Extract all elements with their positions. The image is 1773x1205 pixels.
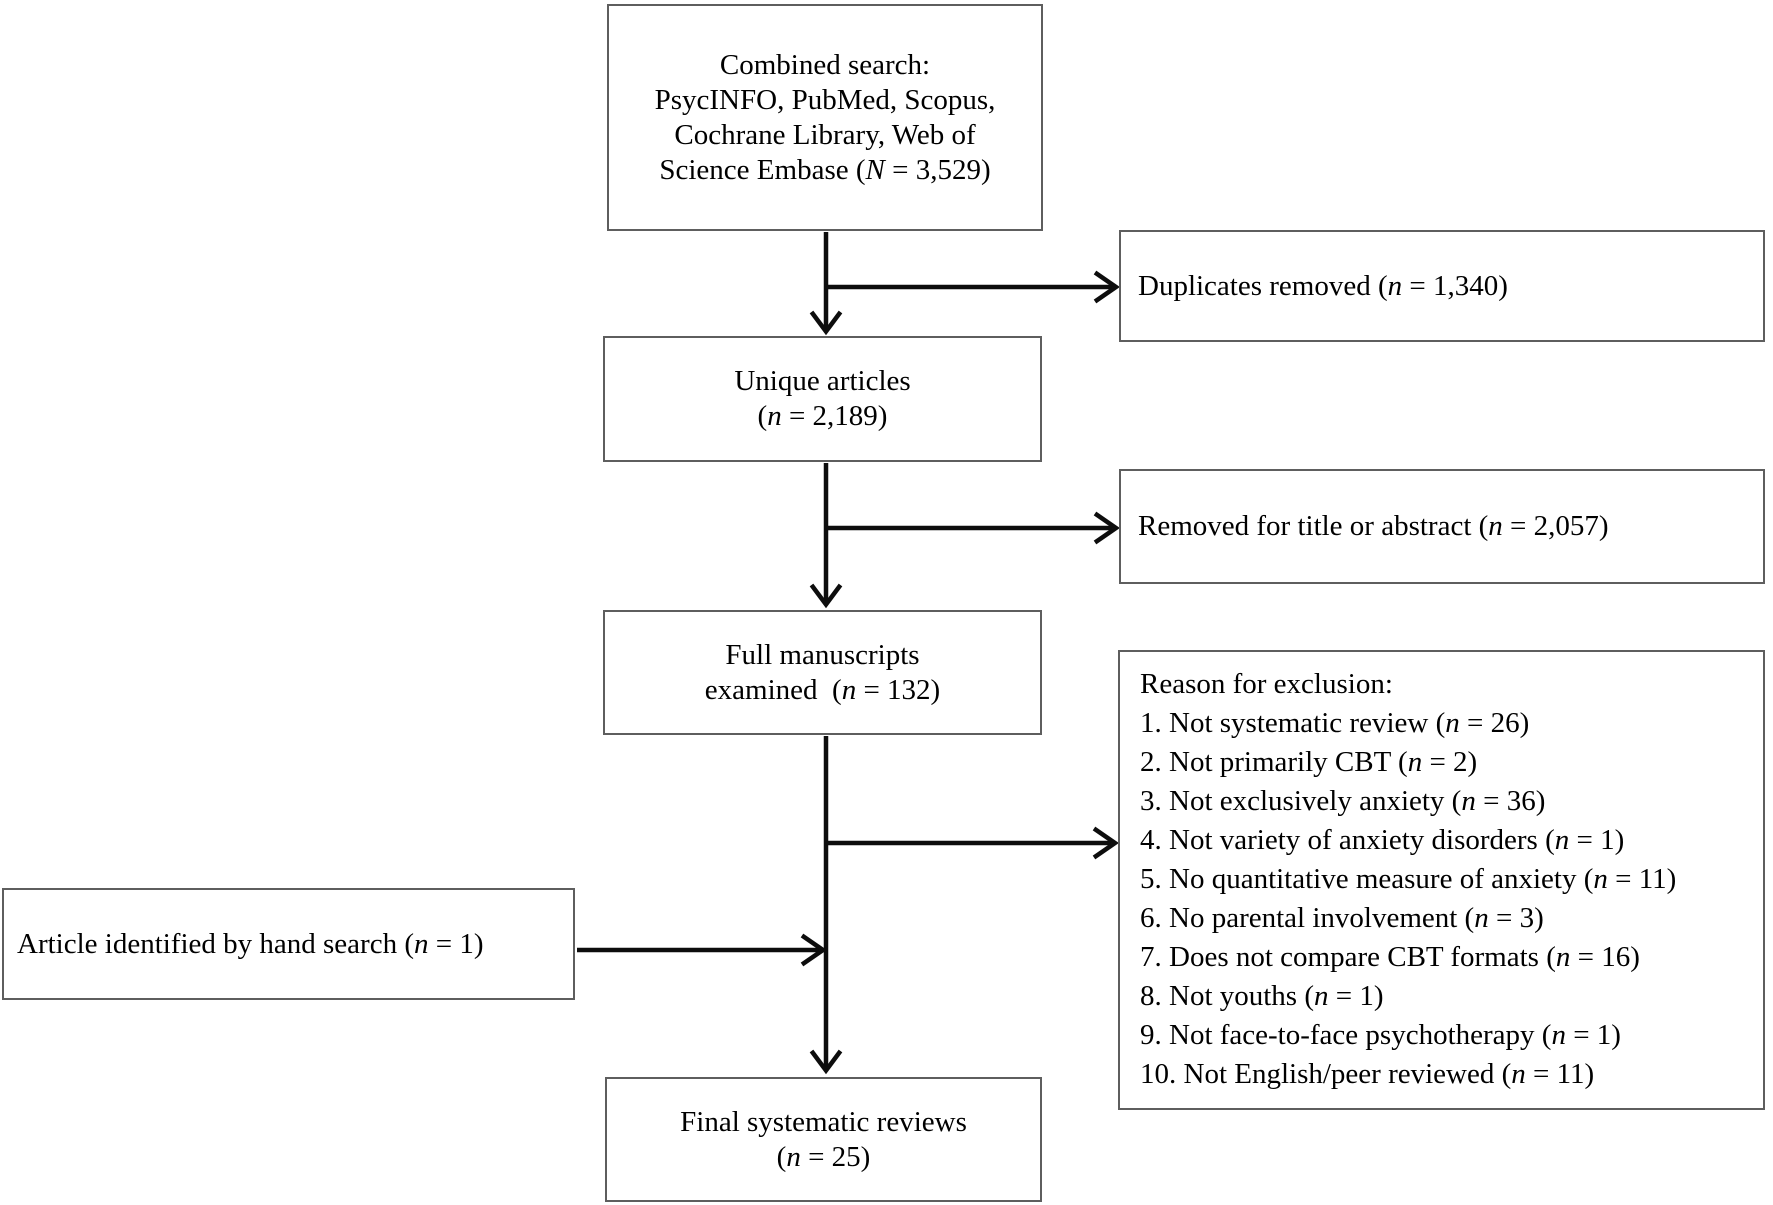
arrowhead-right-hand-search	[800, 933, 827, 967]
box-final-reviews: Final systematic reviews (n = 25)	[605, 1077, 1042, 1202]
combined-search-line: Cochrane Library, Web of	[674, 118, 976, 151]
combined-search-line: Combined search:	[719, 48, 931, 81]
hand-search-label: Article identified by hand search (n = 1…	[17, 927, 484, 960]
arrowhead-right-duplicates	[1093, 270, 1120, 304]
box-combined-search: Combined search: PsycINFO, PubMed, Scopu…	[607, 4, 1043, 231]
arrowhead-right-removed-title	[1093, 511, 1120, 545]
final-reviews-line: (n = 25)	[776, 1140, 871, 1173]
box-unique-articles: Unique articles (n = 2,189)	[603, 336, 1042, 462]
arrowhead-down-full	[809, 583, 843, 609]
box-full-manuscripts: Full manuscripts examined (n = 132)	[603, 610, 1042, 735]
exclusion-reason-item: 9. Not face-to-face psychotherapy (n = 1…	[1140, 1019, 1621, 1051]
unique-articles-line: (n = 2,189)	[757, 400, 888, 432]
box-exclusion-reasons: Reason for exclusion: 1. Not systematic …	[1118, 650, 1765, 1110]
exclusion-reason-item: 10. Not English/peer reviewed (n = 11)	[1140, 1058, 1595, 1090]
arrowhead-down-final	[809, 1049, 843, 1075]
exclusion-reason-item: 5. No quantitative measure of anxiety (n…	[1140, 863, 1677, 895]
unique-articles-line: Unique articles	[734, 365, 911, 397]
exclusion-reason-item: 6. No parental involvement (n = 3)	[1140, 902, 1544, 934]
full-manuscripts-line: examined (n = 132)	[704, 673, 941, 706]
removed-title-abstract-label: Removed for title or abstract (n = 2,057…	[1138, 510, 1609, 542]
combined-search-line: Science Embase (N = 3,529)	[659, 153, 991, 186]
box-removed-title-abstract: Removed for title or abstract (n = 2,057…	[1119, 469, 1765, 584]
box-hand-search: Article identified by hand search (n = 1…	[2, 888, 575, 1000]
exclusion-reason-item: 7. Does not compare CBT formats (n = 16)	[1140, 941, 1640, 973]
box-duplicates-removed: Duplicates removed (n = 1,340)	[1119, 230, 1765, 342]
exclusion-reason-item: 4. Not variety of anxiety disorders (n =…	[1140, 824, 1625, 856]
exclusion-reason-item: 3. Not exclusively anxiety (n = 36)	[1140, 785, 1546, 817]
exclusion-reason-item: 1. Not systematic review (n = 26)	[1140, 707, 1530, 739]
combined-search-line: PsycINFO, PubMed, Scopus,	[654, 83, 996, 116]
duplicates-removed-label: Duplicates removed (n = 1,340)	[1138, 269, 1508, 302]
arrowhead-down-unique	[809, 310, 843, 336]
full-manuscripts-line: Full manuscripts	[725, 638, 920, 671]
final-reviews-line: Final systematic reviews	[680, 1105, 967, 1138]
exclusion-reason-item: 2. Not primarily CBT (n = 2)	[1140, 746, 1478, 778]
exclusion-reasons-title: Reason for exclusion:	[1140, 668, 1393, 700]
exclusion-reason-item: 8. Not youths (n = 1)	[1140, 980, 1384, 1012]
exclusion-reasons-list: 1. Not systematic review (n = 26) 2. Not …	[1140, 704, 1749, 1094]
arrowhead-right-exclusion-reasons	[1092, 826, 1119, 860]
